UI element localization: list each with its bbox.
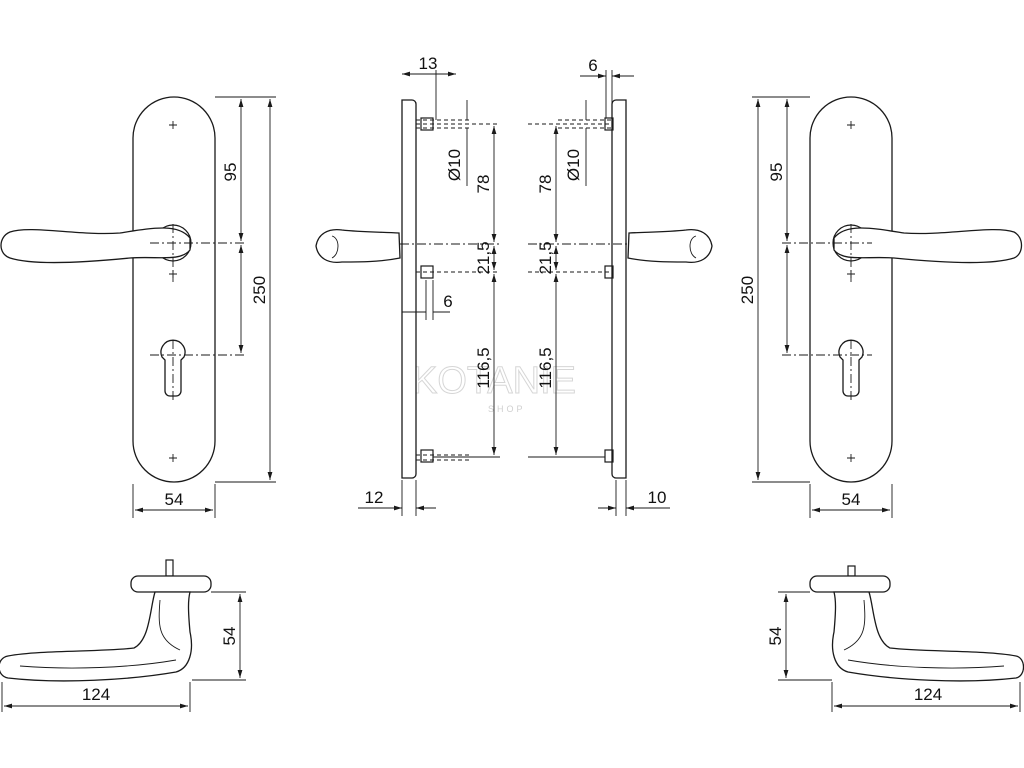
watermark-sub: SHOP — [488, 404, 526, 414]
backplate-side-right — [611, 99, 627, 479]
lever-top-left — [0, 591, 193, 682]
backplate-front-right — [809, 96, 893, 483]
spindle-right — [847, 565, 856, 577]
dim-124-left: 124 — [82, 685, 110, 704]
dim-95-left: 95 — [221, 163, 240, 182]
lever-handle-front-left — [0, 227, 191, 264]
front-view-left: 95 250 54 — [0, 96, 276, 518]
dim-6-top-right: 6 — [588, 56, 597, 75]
dim-215-right: 21,5 — [536, 241, 555, 274]
lever-top-right — [831, 591, 1024, 682]
dim-12: 12 — [365, 488, 384, 507]
dim-250-right: 250 — [738, 276, 757, 304]
dim-250-left: 250 — [250, 276, 269, 304]
dim-54-top-left: 54 — [220, 627, 239, 646]
dim-54-front-right: 54 — [842, 490, 861, 509]
keyhole-left — [160, 339, 186, 397]
dim-78-left: 78 — [474, 175, 493, 194]
dim-54-top-right: 54 — [766, 627, 785, 646]
side-view-right: 6 Ø10 78 21,5 116,5 10 — [528, 56, 713, 516]
front-view-right: 95 250 54 — [738, 96, 1023, 518]
lever-side-right — [627, 228, 713, 264]
spindle-left — [165, 559, 174, 577]
screw-mark-top — [169, 121, 177, 129]
backplate-side-left — [401, 99, 417, 479]
keyhole-right — [838, 339, 864, 397]
rose-top-left — [130, 575, 212, 593]
dim-10: 10 — [648, 488, 667, 507]
backplate-front-left — [132, 96, 216, 483]
dim-95-right: 95 — [767, 163, 786, 182]
dim-54-front-left: 54 — [165, 490, 184, 509]
dim-124-right: 124 — [914, 685, 942, 704]
dim-78-right: 78 — [536, 175, 555, 194]
screw-mark-bottom — [169, 454, 177, 462]
rose-top-right — [809, 575, 891, 593]
dim-1165-left: 116,5 — [474, 347, 493, 388]
dim-hole-right: Ø10 — [564, 149, 583, 181]
side-view-left: 13 Ø10 78 21,5 116,5 6 12 — [315, 54, 500, 516]
dim-13: 13 — [419, 54, 438, 73]
top-view-left: 54 124 — [0, 559, 246, 712]
dim-215-left: 21,5 — [474, 241, 493, 274]
top-view-right: 54 124 — [766, 565, 1024, 712]
lever-side-left — [315, 228, 401, 264]
lever-handle-front-right — [833, 227, 1023, 264]
dim-hole-left: Ø10 — [445, 149, 464, 181]
dim-1165-right: 116,5 — [536, 347, 555, 388]
dim-6-left: 6 — [443, 292, 452, 311]
